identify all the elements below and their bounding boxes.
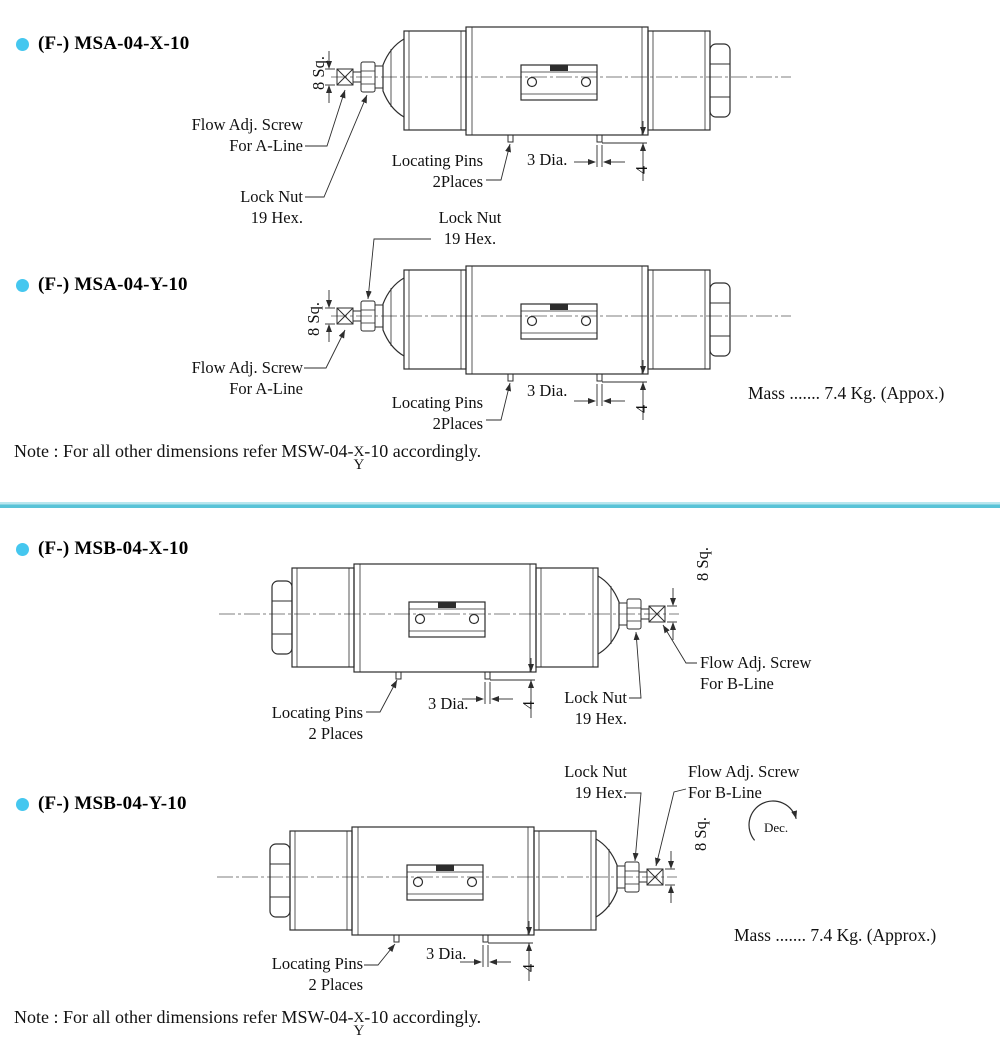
pin-len-dim-label: 4 <box>632 165 651 175</box>
section-divider <box>0 502 1000 508</box>
pin-dia-label: 3 Dia. <box>428 694 469 713</box>
pin-dia-label: 3 Dia. <box>527 150 568 169</box>
screw-sq-dim-label: 8 Sq. <box>691 817 710 851</box>
mass-note: Mass ....... 7.4 Kg. (Appox.) <box>748 383 945 403</box>
pin-len-dim-label: 4 <box>632 404 651 414</box>
rotation-arrow-icon <box>748 800 798 841</box>
pin-dia-label: 3 Dia. <box>527 381 568 400</box>
page-title: (F-) MSB-04-Y-10 <box>38 793 187 814</box>
pin-dia-label: 3 Dia. <box>426 944 467 963</box>
mass-note: Mass ....... 7.4 Kg. (Approx.) <box>734 925 937 945</box>
screw-sq-dim-label: 8 Sq. <box>304 302 323 336</box>
pin-len-dim-label: 4 <box>519 963 538 973</box>
section-bullet-icon <box>16 279 29 292</box>
pin-len-dim-label: 4 <box>519 700 538 710</box>
page-title: (F-) MSB-04-X-10 <box>38 538 189 559</box>
dimension-note: Note : For all other dimensions refer MS… <box>14 1007 482 1039</box>
page-title: (F-) MSA-04-Y-10 <box>38 274 188 295</box>
dimension-note: Note : For all other dimensions refer MS… <box>14 441 482 473</box>
section-bullet-icon <box>16 543 29 556</box>
leader-lines <box>304 89 697 966</box>
section-bullet-icon <box>16 38 29 51</box>
page-title: (F-) MSA-04-X-10 <box>38 33 190 54</box>
decrease-direction-label: Dec. <box>764 820 789 835</box>
screw-sq-dim-label: 8 Sq. <box>693 547 712 581</box>
section-bullet-icon <box>16 798 29 811</box>
screw-sq-dim-label: 8 Sq. <box>309 56 328 90</box>
